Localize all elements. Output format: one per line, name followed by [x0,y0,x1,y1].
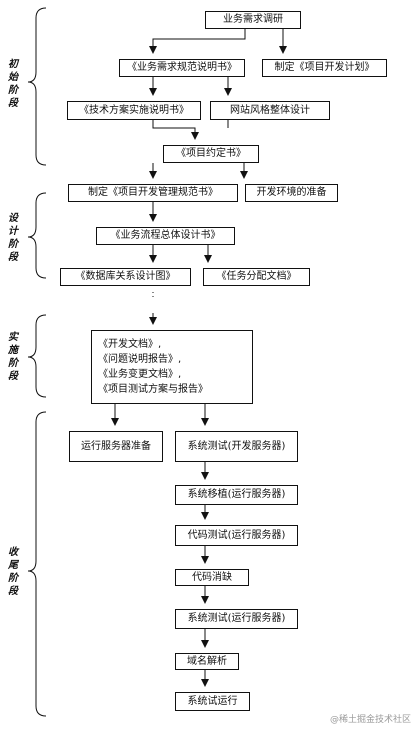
node-project-dev-plan: 制定《项目开发计划》 [262,59,387,77]
stage-label-closing: 收 尾 阶 段 [8,547,18,597]
node-requirements-research: 业务需求调研 [205,11,301,29]
node-business-flow-design: 《业务流程总体设计书》 [96,227,235,245]
impl-doc-dev: 《开发文档》, [98,339,162,350]
node-system-test-run: 系统测试(运行服务器) [175,609,298,629]
node-site-style-design: 网站风格整体设计 [210,101,330,120]
node-requirements-spec: 《业务需求规范说明书》 [119,59,245,77]
node-dev-env-prep: 开发环境的准备 [245,184,338,202]
node-tech-solution-spec: 《技术方案实施说明书》 [67,101,201,120]
node-task-assignment: 《任务分配文档》 [203,268,310,286]
impl-doc-test-plan: 《项目测试方案与报告》 [98,384,208,395]
stage-bracket-design [27,192,47,279]
stage-label-implementation: 实 施 阶 段 [8,332,18,382]
stage-bracket-initial [27,7,47,166]
connector-tech-to-agreement [152,120,199,140]
connector-research-to-split [149,29,246,54]
stage-bracket-implementation [27,314,47,398]
node-system-trial-run: 系统试运行 [175,692,250,711]
node-code-fix: 代码消缺 [175,569,249,586]
impl-doc-issue-report: 《问题说明报告》, [98,354,182,365]
watermark: @稀土掘金技术社区 [329,715,411,725]
stage-label-initial: 初 始 阶 段 [8,59,18,109]
node-impl-docs: 《开发文档》, 《问题说明报告》, 《业务变更文档》, 《项目测试方案与报告》 [91,330,253,404]
node-dev-management-spec: 制定《项目开发管理规范书》 [68,184,238,202]
stage-label-design: 设 计 阶 段 [8,213,18,263]
node-db-relation-design: 《数据库关系设计图》 [60,268,191,286]
stage-bracket-closing [27,411,47,717]
impl-doc-business-change: 《业务变更文档》, [98,369,182,380]
node-server-prep: 运行服务器准备 [69,431,163,462]
node-code-test-run: 代码测试(运行服务器) [175,525,298,546]
node-domain-resolution: 域名解析 [175,653,239,670]
node-system-migration: 系统移植(运行服务器) [175,485,298,505]
node-project-agreement: 《项目约定书》 [163,145,259,163]
node-system-test-dev: 系统测试(开发服务器) [175,431,298,462]
